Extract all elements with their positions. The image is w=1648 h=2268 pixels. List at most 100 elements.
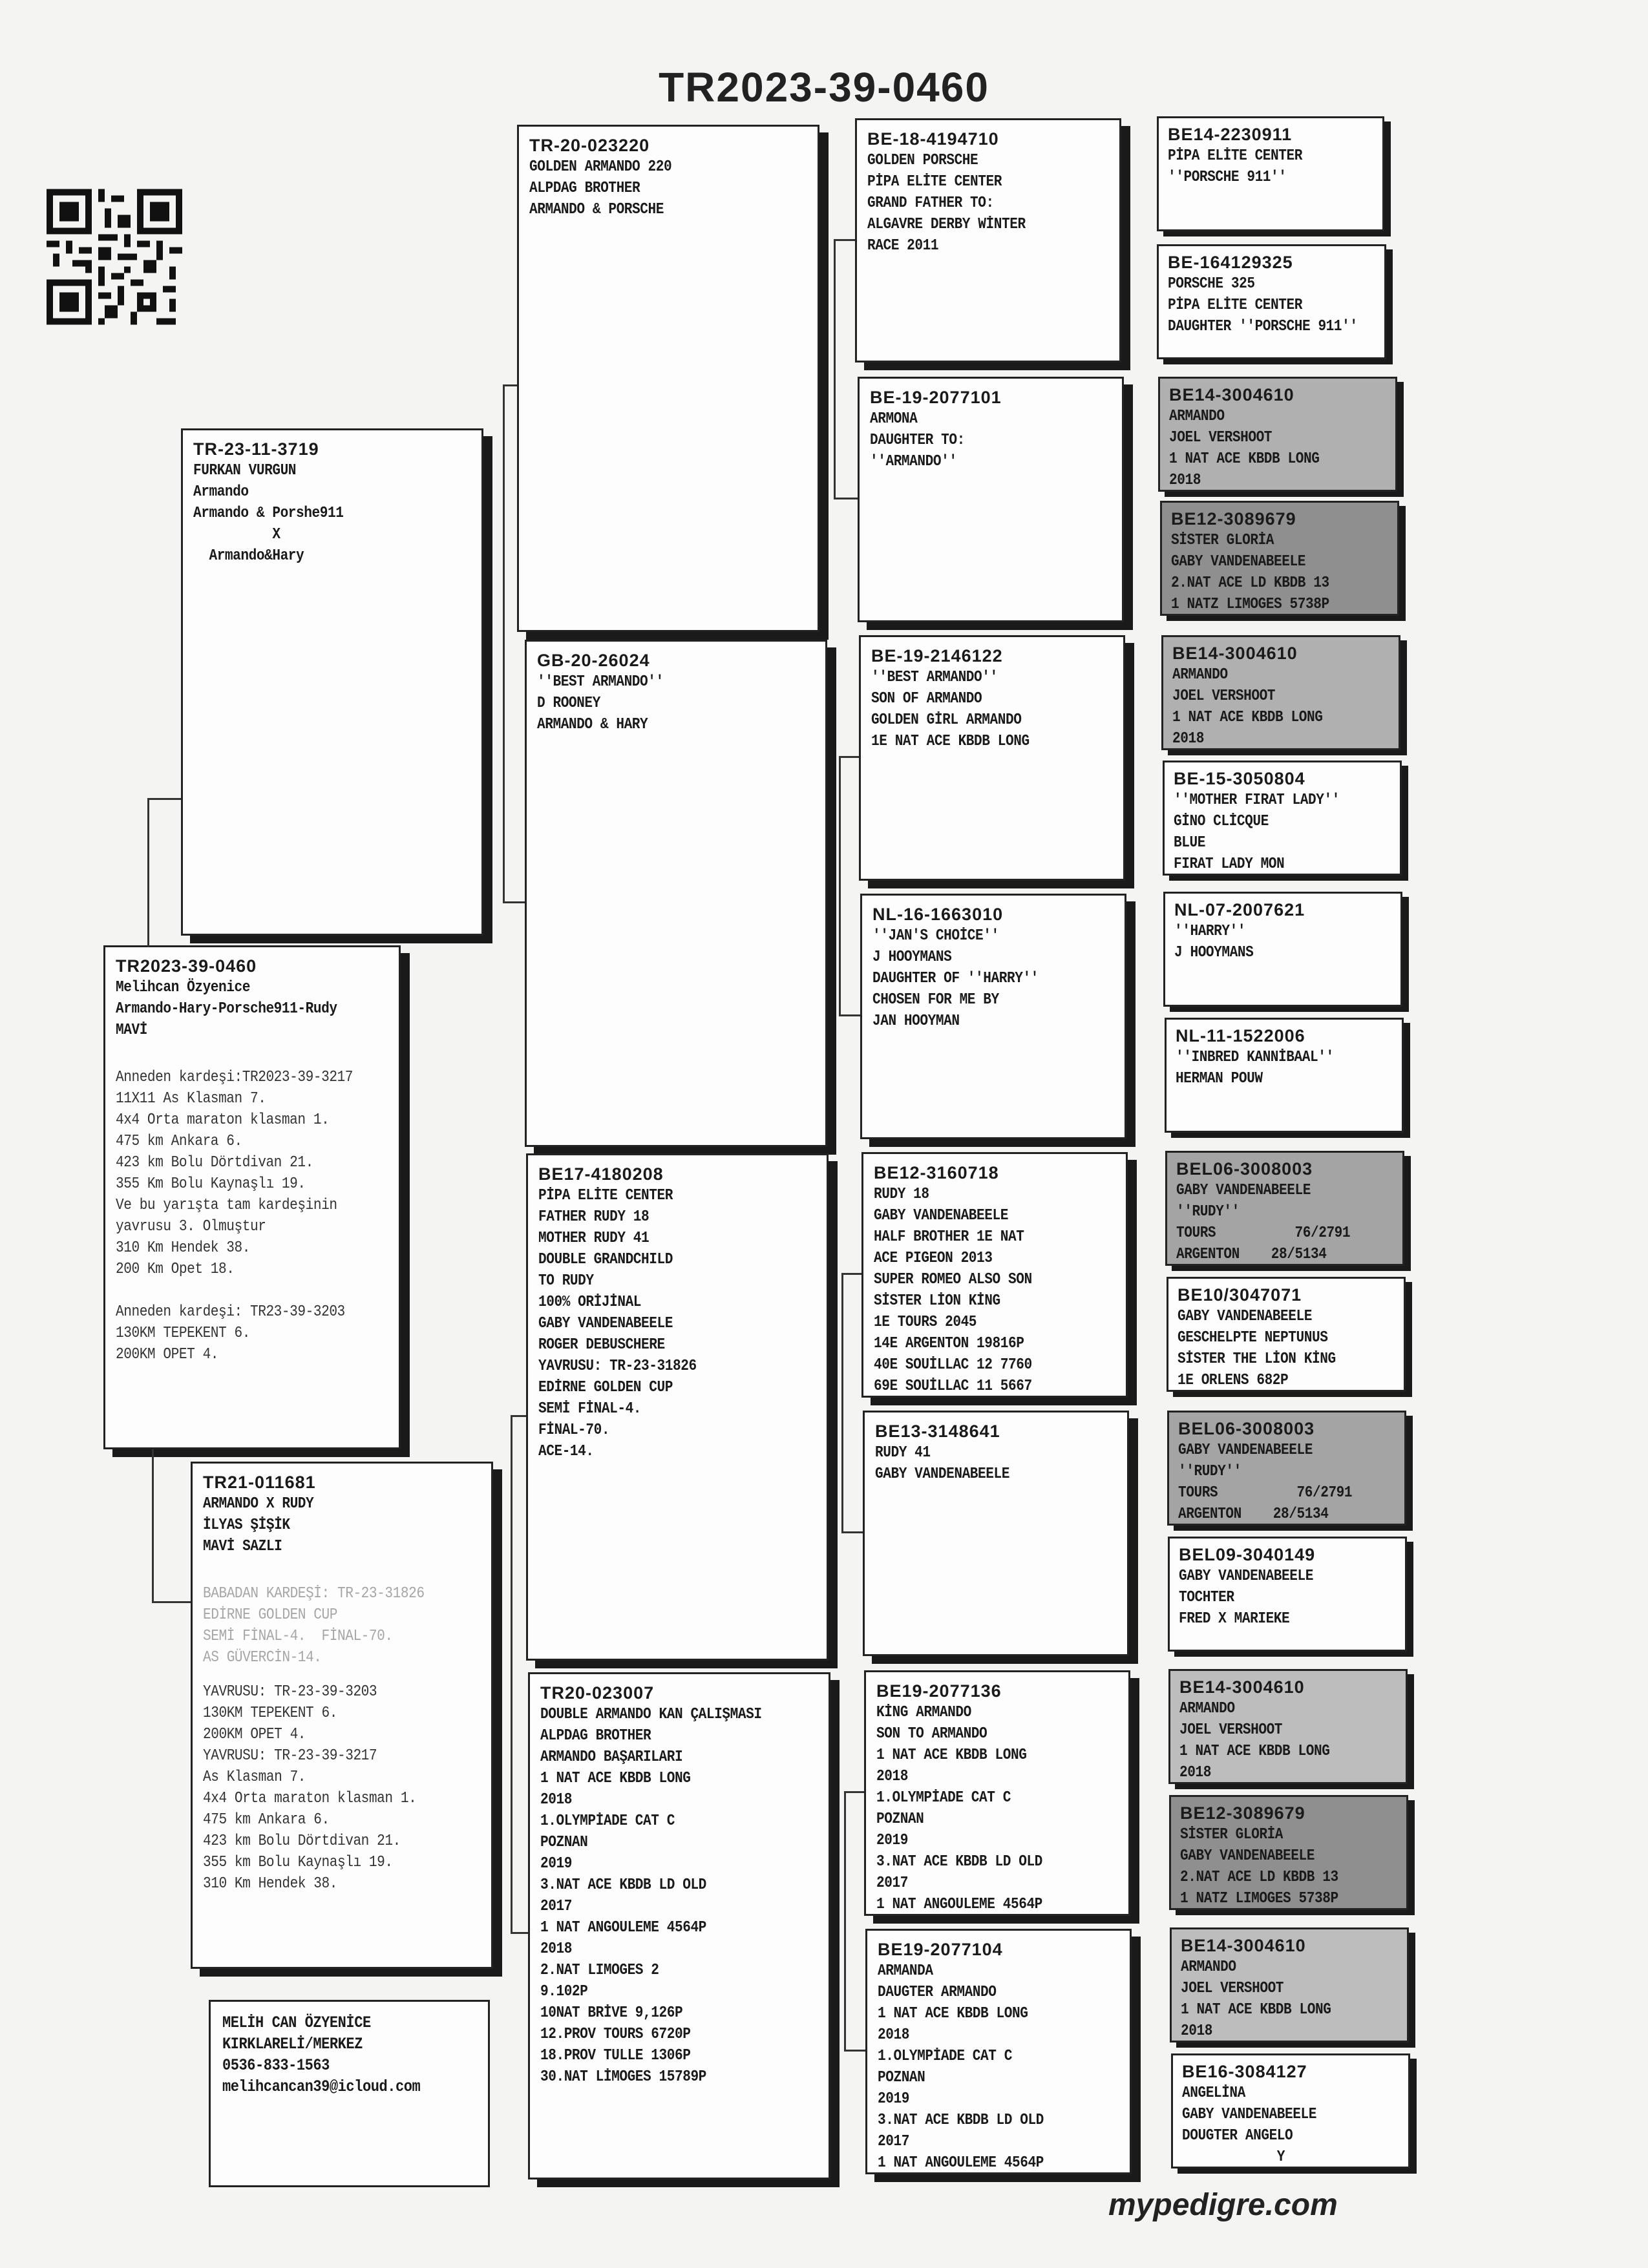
great-grandparent-line: POZNAN [878, 2069, 925, 2086]
ggg-parent-card[interactable]: BE-15-3050804 ''MOTHER FIRAT LADY'' GİNO… [1163, 761, 1402, 876]
ggg-parent-card[interactable]: BEL09-3040149 GABY VANDENABEELE TOCHTER … [1168, 1537, 1407, 1652]
subject-note: 130KM TEPEKENT 6. [116, 1325, 250, 1342]
ggg-parent-line: ''MOTHER FIRAT LADY'' [1174, 792, 1340, 809]
ggg-parent-line: GABY VANDENABEELE [1182, 2106, 1316, 2123]
grandparent-line: MOTHER RUDY 41 [538, 1230, 650, 1247]
great-grandparent-line: ''ARMANDO'' [870, 453, 957, 470]
site-watermark[interactable]: mypedigre.com [1108, 2188, 1338, 2222]
subject-pigeon-card[interactable]: TR2023-39-0460 Melihcan Özyenice Armando… [103, 945, 401, 1449]
great-grandparent-line: 2018 [876, 1768, 908, 1785]
ggg-parent-card[interactable]: NL-11-1522006 ''INBRED KANNİBAAL'' HERMA… [1165, 1018, 1404, 1133]
ggg-parent-line: BLUE [1174, 834, 1205, 852]
great-grandparent-ring-number: BE19-2077104 [878, 1940, 1003, 1959]
ggg-parent-ring-number: BE14-3004610 [1181, 1936, 1306, 1955]
ggg-parent-line: PİPA ELİTE CENTER [1168, 297, 1302, 314]
ggg-parent-line: JOEL VERSHOOT [1181, 1980, 1284, 1997]
ggg-parent-card[interactable]: BE14-3004610 ARMANDO JOEL VERSHOOT 1 NAT… [1158, 377, 1397, 492]
ggg-parent-card[interactable]: BE10/3047071 GABY VANDENABEELE GESCHELPT… [1167, 1277, 1406, 1392]
subject-note: 200KM OPET 4. [116, 1346, 219, 1363]
grandparent-card[interactable]: TR-20-023220 GOLDEN ARMANDO 220 ALPDAG B… [517, 125, 819, 632]
ggg-parent-line: ARGENTON 28/5134 [1178, 1506, 1329, 1523]
great-grandparent-line: GABY VANDENABEELE [874, 1207, 1008, 1224]
subject-note: 200 Km Opet 18. [116, 1261, 235, 1278]
great-grandparent-line: GOLDEN GİRL ARMANDO [871, 711, 1022, 729]
ggg-parent-line: J HOOYMANS [1174, 944, 1254, 961]
ggg-parent-ring-number: BEL06-3008003 [1178, 1419, 1315, 1438]
dam-line: MAVİ SAZLI [203, 1538, 282, 1555]
ggg-parent-line: 1 NATZ LIMOGES 5738P [1180, 1890, 1338, 1907]
great-grandparent-line: RUDY 41 [875, 1444, 931, 1462]
great-grandparent-card[interactable]: NL-16-1663010 ''JAN'S CHOİCE'' J HOOYMAN… [860, 894, 1126, 1139]
ggg-parent-card[interactable]: BE16-3084127 ANGELİNA GABY VANDENABEELE … [1171, 2053, 1410, 2168]
sire-line: Armando & Porshe911 [193, 505, 344, 522]
ggg-parent-card[interactable]: BEL06-3008003 GABY VANDENABEELE ''RUDY''… [1167, 1411, 1406, 1526]
ggg-parent-line: TOURS 76/2791 [1178, 1484, 1353, 1502]
ggg-parent-card[interactable]: BE12-3089679 SİSTER GLORİA GABY VANDENAB… [1160, 501, 1399, 616]
ggg-parent-card[interactable]: NL-07-2007621 ''HARRY'' J HOOYMANS [1163, 892, 1402, 1007]
ggg-parent-line: ARMANDO [1172, 666, 1228, 684]
ggg-parent-ring-number: BE14-3004610 [1179, 1677, 1305, 1697]
great-grandparent-card[interactable]: BE19-2077136 KİNG ARMANDO SON TO ARMANDO… [864, 1670, 1130, 1916]
grandparent-line: ACE-14. [538, 1443, 594, 1460]
grandparent-line: ''BEST ARMANDO'' [537, 673, 664, 691]
ggg-parent-card[interactable]: BE12-3089679 SİSTER GLORİA GABY VANDENAB… [1169, 1795, 1408, 1910]
subject-ring-number: TR2023-39-0460 [116, 956, 257, 976]
qr-code-icon[interactable] [47, 184, 182, 330]
great-grandparent-line: 69E SOUİLLAC 11 5667 [874, 1378, 1032, 1395]
great-grandparent-card[interactable]: BE-18-4194710 GOLDEN PORSCHE PİPA ELİTE … [855, 118, 1121, 362]
great-grandparent-line: 2019 [878, 2090, 909, 2108]
grandparent-card[interactable]: TR20-023007 DOUBLE ARMANDO KAN ÇALIŞMASI… [528, 1672, 830, 2179]
ggg-parent-line: ''INBRED KANNİBAAL'' [1176, 1049, 1334, 1066]
grandparent-line: DOUBLE GRANDCHILD [538, 1251, 673, 1268]
ggg-parent-line: TOCHTER [1179, 1589, 1234, 1606]
ggg-parent-line: 2018 [1172, 730, 1204, 748]
great-grandparent-line: 3.NAT ACE KBDB LD OLD [876, 1853, 1042, 1871]
grandparent-line: 1 NAT ACE KBDB LONG [540, 1770, 691, 1787]
ggg-parent-line: GABY VANDENABEELE [1178, 1308, 1312, 1325]
grandparent-line: 2019 [540, 1855, 572, 1873]
great-grandparent-ring-number: BE-19-2146122 [871, 646, 1003, 666]
ggg-parent-card[interactable]: BEL06-3008003 GABY VANDENABEELE ''RUDY''… [1165, 1151, 1404, 1266]
great-grandparent-card[interactable]: BE-19-2077101 ARMONA DAUGHTER TO: ''ARMA… [858, 377, 1124, 622]
subject-line: MAVİ [116, 1022, 147, 1039]
ggg-parent-line: 1 NAT ACE KBDB LONG [1172, 709, 1323, 726]
ggg-parent-line: 2018 [1181, 2022, 1212, 2040]
dam-faded-note: AS GÜVERCİN-14. [203, 1649, 322, 1666]
great-grandparent-line: KİNG ARMANDO [876, 1704, 971, 1721]
great-grandparent-line: ALGAVRE DERBY WİNTER [867, 216, 1026, 233]
dam-note: 423 km Bolu Dörtdivan 21. [203, 1832, 401, 1850]
ggg-parent-line: HERMAN POUW [1176, 1070, 1263, 1087]
grandparent-line: FİNAL-70. [538, 1422, 610, 1439]
tree-connector [841, 1273, 843, 1531]
grandparent-card[interactable]: BE17-4180208 PİPA ELİTE CENTER FATHER RU… [526, 1153, 829, 1661]
great-grandparent-ring-number: BE13-3148641 [875, 1422, 1000, 1441]
ggg-parent-ring-number: BE14-2230911 [1168, 125, 1293, 144]
ggg-parent-card[interactable]: BE14-2230911 PİPA ELİTE CENTER ''PORSCHE… [1157, 116, 1384, 231]
sire-card[interactable]: TR-23-11-3719 FURKAN VURGUN Armando Arma… [181, 428, 483, 936]
great-grandparent-line: 1 NAT ACE KBDB LONG [876, 1747, 1027, 1764]
ggg-parent-card[interactable]: BE14-3004610 ARMANDO JOEL VERSHOOT 1 NAT… [1170, 1927, 1409, 2042]
grandparent-card[interactable]: GB-20-26024 ''BEST ARMANDO'' D ROONEY AR… [525, 640, 827, 1147]
great-grandparent-line: POZNAN [876, 1811, 924, 1828]
great-grandparent-card[interactable]: BE19-2077104 ARMANDA DAUGTER ARMANDO 1 N… [865, 1929, 1132, 2174]
grandparent-line: 2017 [540, 1898, 572, 1915]
ggg-parent-line: PORSCHE 325 [1168, 275, 1255, 293]
great-grandparent-card[interactable]: BE12-3160718 RUDY 18 GABY VANDENABEELE H… [861, 1152, 1128, 1398]
dam-card[interactable]: TR21-011681 ARMANDO X RUDY İLYAS ŞİŞİK M… [191, 1462, 493, 1969]
ggg-parent-line: SİSTER GLORİA [1180, 1826, 1284, 1843]
grandparent-line: ALPDAG BROTHER [540, 1727, 651, 1745]
ggg-parent-card[interactable]: BE14-3004610 ARMANDO JOEL VERSHOOT 1 NAT… [1161, 635, 1400, 750]
dam-note: 355 km Bolu Kaynaşlı 19. [203, 1854, 393, 1871]
great-grandparent-card[interactable]: BE13-3148641 RUDY 41 GABY VANDENABEELE [863, 1411, 1129, 1656]
tree-connector [844, 1791, 846, 2050]
great-grandparent-card[interactable]: BE-19-2146122 ''BEST ARMANDO'' SON OF AR… [859, 635, 1125, 881]
dam-note: YAVRUSU: TR-23-39-3203 [203, 1683, 377, 1701]
owner-contact-card[interactable]: MELİH CAN ÖZYENİCE KIRKLARELİ/MERKEZ 053… [209, 2000, 490, 2187]
pedigree-title: TR2023-39-0460 [659, 64, 989, 110]
grandparent-ring-number: TR-20-023220 [529, 136, 650, 155]
ggg-parent-card[interactable]: BE14-3004610 ARMANDO JOEL VERSHOOT 1 NAT… [1168, 1669, 1408, 1784]
ggg-parent-line: Y [1182, 2148, 1285, 2166]
ggg-parent-card[interactable]: BE-164129325 PORSCHE 325 PİPA ELİTE CENT… [1157, 244, 1386, 359]
ggg-parent-line: FRED X MARIEKE [1179, 1610, 1290, 1628]
great-grandparent-line: SİSTER LİON KİNG [874, 1292, 1000, 1310]
